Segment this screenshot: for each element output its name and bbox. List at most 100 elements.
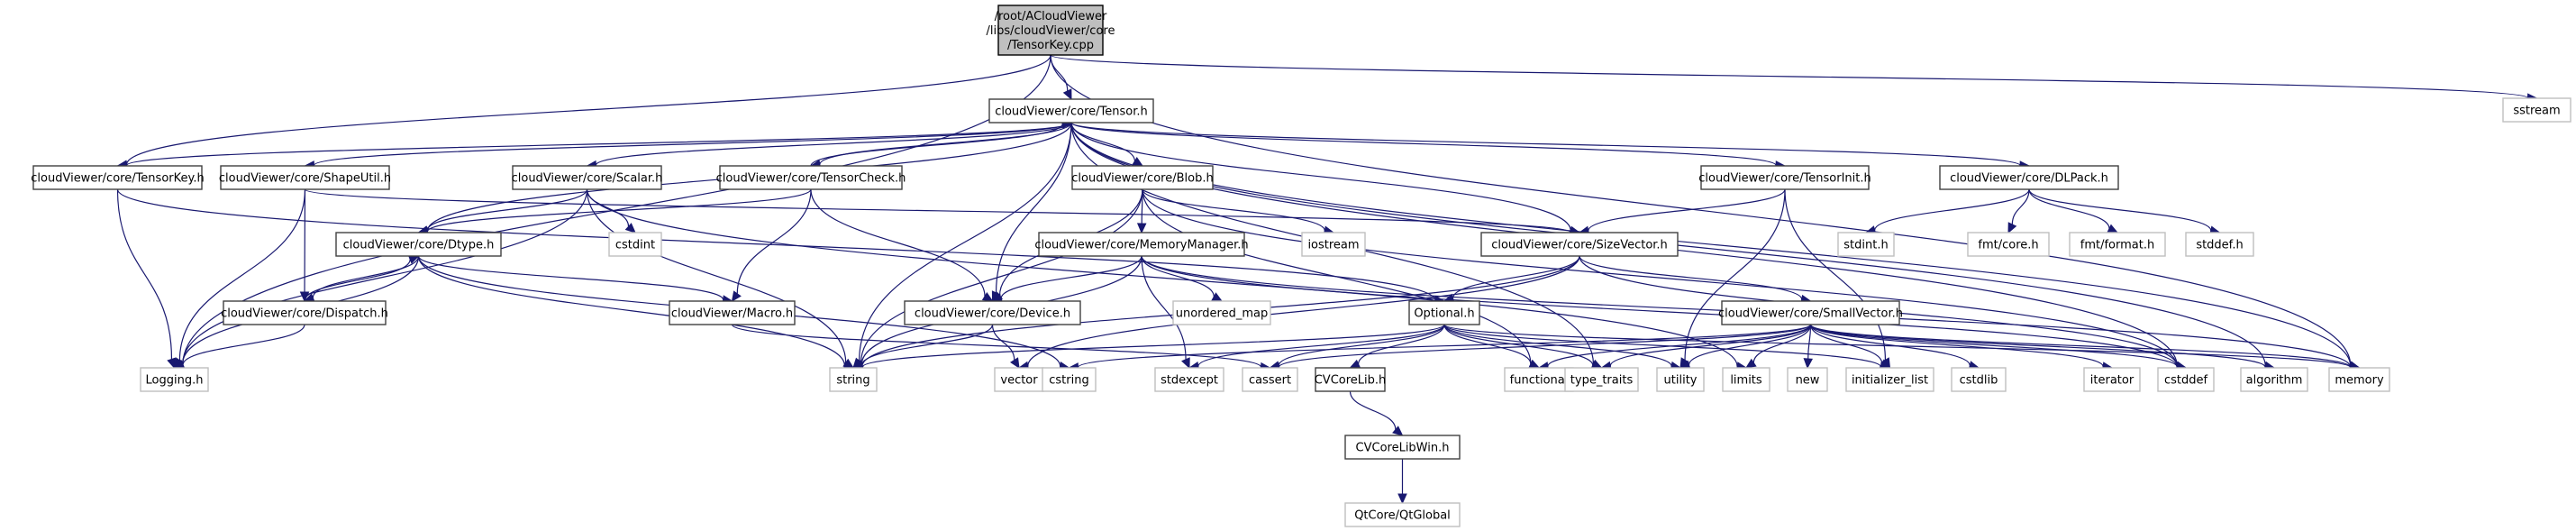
node-box (1408, 300, 1480, 325)
node-stdint: stdint.h (1837, 232, 1895, 257)
node-unordered_map: unordered_map (1172, 300, 1271, 325)
edge-line (995, 122, 1072, 293)
node-label: fmt/format.h (2080, 239, 2154, 252)
edge-line (426, 188, 588, 231)
edge-cvcorelibwin-to-qtglobal (1397, 458, 1407, 505)
node-sizevector[interactable]: cloudViewer/core/SizeVector.h (1480, 232, 1679, 257)
edge-smallvector-to-algorithm (1809, 324, 2276, 372)
node-box (1344, 435, 1461, 460)
node-box (988, 98, 1154, 124)
node-cstdlib: cstdlib (1951, 367, 2007, 392)
node-box (1154, 367, 1224, 392)
edge-device-to-vector (991, 324, 1020, 370)
edge-line (586, 188, 630, 227)
node-label: cstring (1049, 374, 1088, 388)
edge-line (736, 188, 812, 294)
node-box (335, 232, 502, 257)
edge-line (304, 259, 411, 302)
node-tensorinit[interactable]: cloudViewer/core/TensorInit.h (1698, 165, 1871, 190)
node-label: vector (1000, 374, 1038, 388)
arrowhead-icon (624, 223, 636, 233)
edge-shapeutil-to-sizevector (304, 188, 1581, 237)
node-label: string (836, 374, 869, 388)
node-cvcorelibwin[interactable]: CVCoreLibWin.h (1344, 435, 1461, 460)
node-label: sstream (2513, 105, 2560, 118)
node-label: cloudViewer/core/TensorKey.h (31, 172, 204, 186)
edge-line (1874, 188, 2030, 231)
edge-sizevector-to-optional (1443, 255, 1580, 303)
edge-line (1443, 324, 1882, 368)
node-label: utility (1664, 374, 1698, 388)
node-label: cstdlib (1960, 374, 1998, 388)
edge-tensorinit-to-sizevector (1578, 188, 1786, 235)
edge-line (1809, 324, 2352, 368)
edge-dlpack-to-stddef (2028, 188, 2221, 235)
edge-smallvector-to-new (1803, 324, 1814, 370)
edge-sizevector-to-smallvector (1579, 255, 1812, 305)
edge-line (1050, 54, 1069, 91)
edge-smallvector-to-limits (1744, 324, 1812, 369)
node-box (2240, 367, 2308, 392)
node-box (1845, 367, 1934, 392)
node-tensorkey[interactable]: cloudViewer/core/TensorKey.h (31, 165, 205, 190)
node-box (997, 5, 1104, 56)
node-box (220, 165, 390, 190)
edge-line (2011, 188, 2030, 224)
node-label: cloudViewer/core/TensorInit.h (1698, 172, 1871, 186)
node-cvcorelib[interactable]: CVCoreLib.h (1315, 367, 1387, 392)
edge-tensorcheck-to-device (810, 188, 994, 302)
arrowhead-icon (1010, 357, 1020, 370)
edge-shapeutil-to-dispatch (299, 188, 310, 303)
node-dispatch[interactable]: cloudViewer/core/Dispatch.h (221, 300, 388, 325)
edge-line (1050, 54, 2529, 99)
arrowhead-icon (1744, 358, 1757, 369)
node-label: iterator (2090, 374, 2135, 388)
edge-line (1807, 324, 1812, 360)
node-label: algorithm (2246, 374, 2303, 388)
node-label: cloudViewer/core/DLPack.h (1950, 172, 2108, 186)
arrowhead-icon (1181, 357, 1190, 370)
node-macro[interactable]: cloudViewer/Macro.h (669, 300, 796, 325)
edge-line (1609, 324, 1812, 367)
node-box (1301, 232, 1366, 257)
node-string: string (829, 367, 878, 392)
node-label: cstdint (615, 239, 655, 252)
node-box (1721, 300, 1900, 325)
arrowhead-icon (981, 292, 994, 302)
edge-tensorcheck-to-macro (731, 188, 812, 302)
node-device[interactable]: cloudViewer/core/Device.h (904, 300, 1081, 325)
node-box (1951, 367, 2007, 392)
node-root[interactable]: /root/ACloudViewer/libs/cloudViewer/core… (987, 5, 1115, 56)
edge-line (1349, 390, 1397, 430)
node-box (669, 300, 796, 325)
node-tensor[interactable]: cloudViewer/core/Tensor.h (988, 98, 1154, 124)
node-label: new (1796, 374, 1820, 388)
edge-tensorkey-to-logging (116, 188, 177, 370)
edge-line (125, 122, 1072, 167)
edge-line (1588, 188, 1786, 232)
node-smallvector[interactable]: cloudViewer/core/SmallVector.h (1718, 300, 1903, 325)
edge-line (595, 122, 1072, 166)
edge-line (1197, 324, 1445, 367)
node-label: CVCoreLibWin.h (1356, 442, 1450, 455)
node-optional[interactable]: Optional.h (1408, 300, 1480, 325)
node-shapeutil[interactable]: cloudViewer/core/ShapeUtil.h (219, 165, 391, 190)
node-label: stdexcept (1161, 374, 1218, 388)
node-dtype[interactable]: cloudViewer/core/Dtype.h (335, 232, 502, 257)
node-box (608, 232, 662, 257)
node-dlpack[interactable]: cloudViewer/core/DLPack.h (1939, 165, 2119, 190)
node-memmgr[interactable]: cloudViewer/core/MemoryManager.h (1034, 232, 1249, 257)
edge-tensor-to-scalar (586, 122, 1072, 170)
edge-line (116, 188, 1436, 301)
node-blob[interactable]: cloudViewer/core/Blob.h (1071, 165, 1214, 190)
node-label: /libs/cloudViewer/core (987, 24, 1115, 38)
edge-line (1141, 255, 1187, 360)
edge-line (859, 122, 1072, 362)
edge-dlpack-to-fmtformat (2028, 188, 2119, 233)
edge-layer (116, 54, 2538, 505)
node-scalar[interactable]: cloudViewer/core/Scalar.h (512, 165, 663, 190)
node-label: cassert (1249, 374, 1291, 388)
node-tensorcheck[interactable]: cloudViewer/core/TensorCheck.h (716, 165, 906, 190)
node-label: functional (1510, 374, 1569, 388)
edge-line (426, 188, 812, 233)
